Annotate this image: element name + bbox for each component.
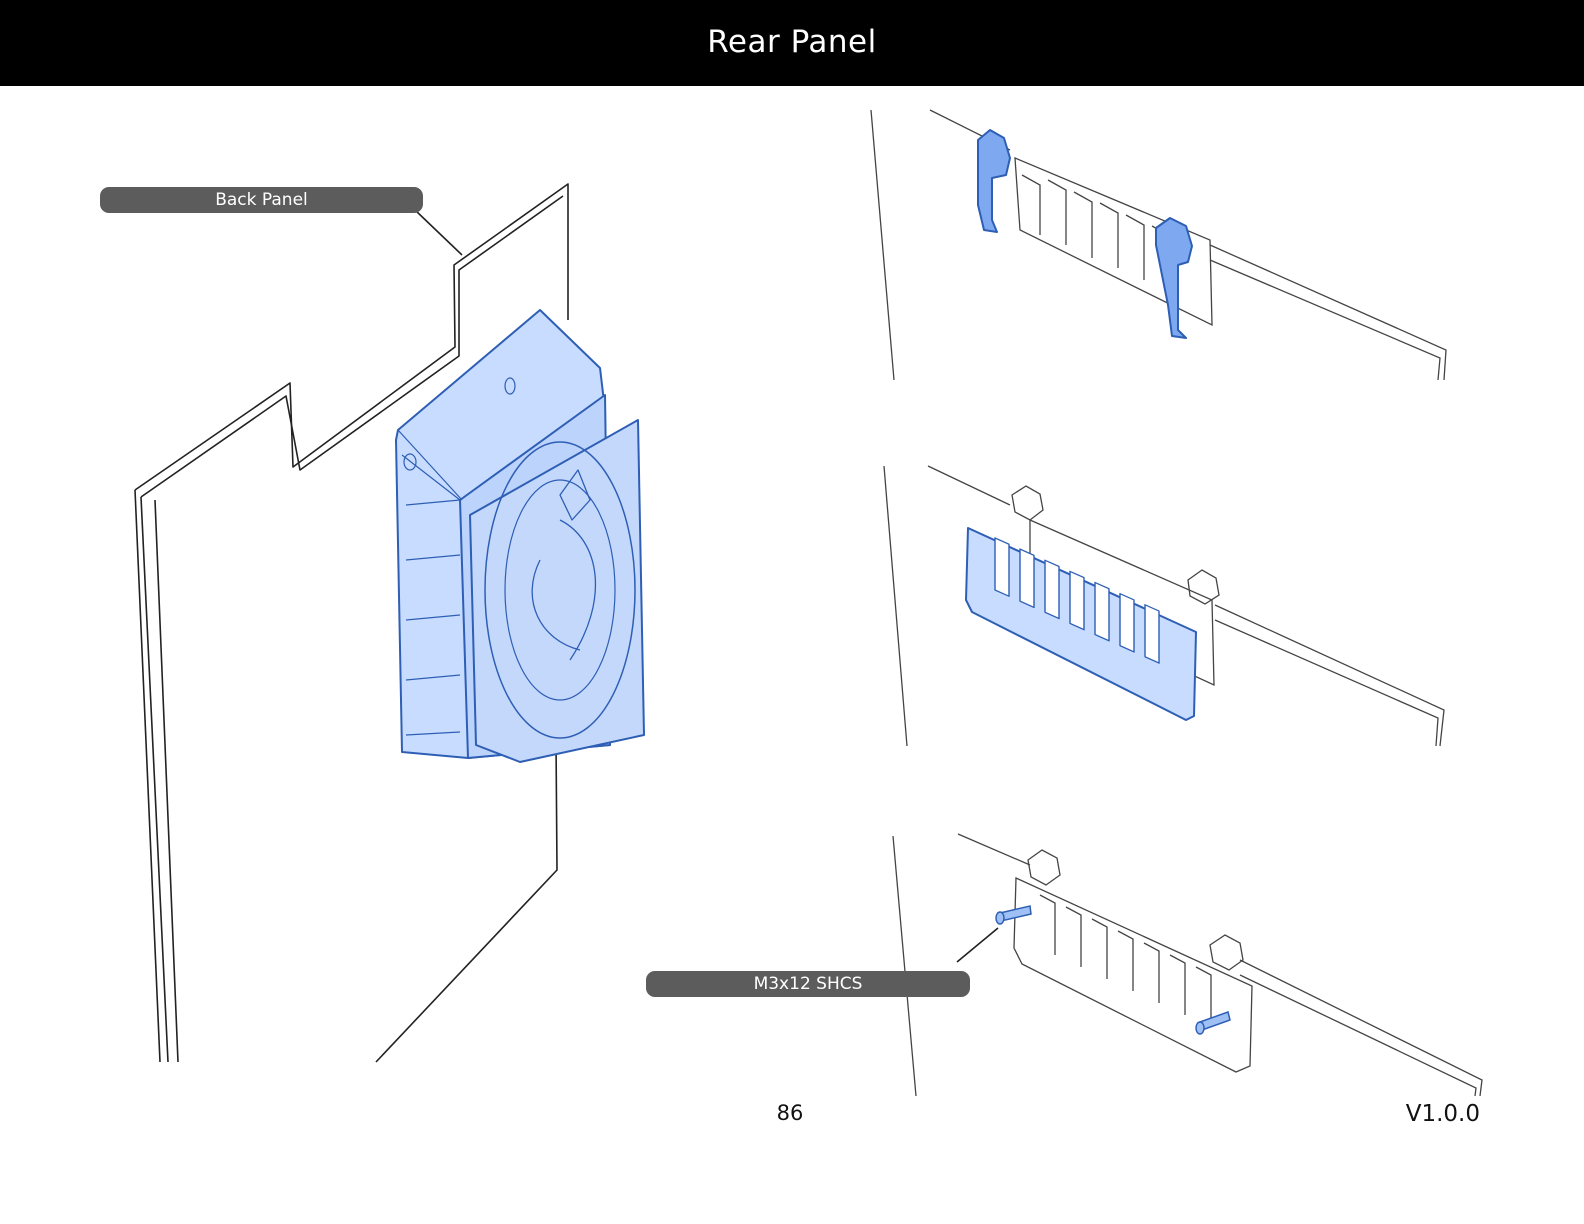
latch-parts (977, 129, 1193, 339)
screw-leader-line (956, 927, 999, 963)
page-header: Rear Panel (0, 0, 1584, 86)
page-number: 86 (776, 1101, 804, 1125)
fan-duct-assembly (395, 309, 645, 763)
page-title: Rear Panel (707, 24, 877, 60)
screw-callout: M3x12 SHCS (646, 971, 970, 997)
grille-part (965, 527, 1197, 721)
back-panel-drawing (134, 183, 569, 1063)
step-1-drawing (870, 109, 1447, 381)
version-label: V1.0.0 (1405, 1101, 1480, 1127)
back-panel-callout: Back Panel (100, 187, 423, 213)
step-2-drawing (883, 465, 1445, 747)
screw-parts (995, 905, 1231, 1035)
back-panel-leader-line (414, 209, 463, 256)
step-3-drawing (892, 833, 1483, 1097)
